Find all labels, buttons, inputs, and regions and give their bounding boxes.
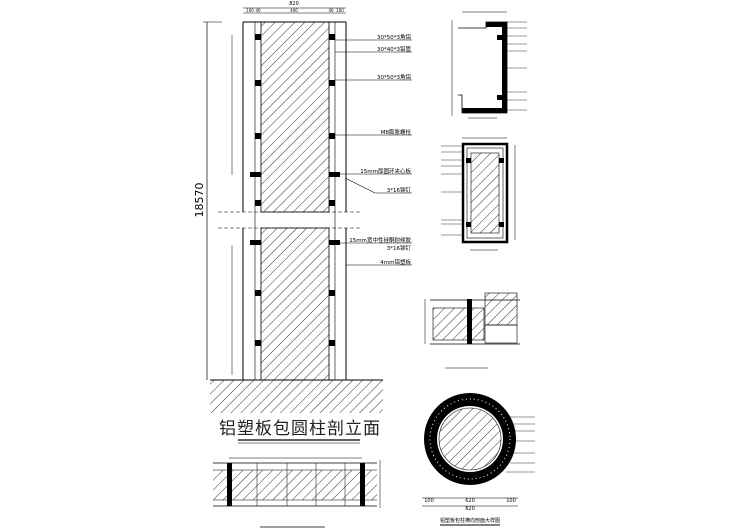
drawing-title: 铝塑板包圆柱剖立面 xyxy=(219,419,381,439)
dim-part: 100 xyxy=(246,8,254,13)
total-width-dim: 820 xyxy=(289,1,299,7)
horizontal-section xyxy=(213,457,381,528)
callout-label: 15mm宽中性硅酮耐候胶 xyxy=(349,236,411,244)
dim-left: 100 xyxy=(424,498,434,504)
total-height-dim: 18570 xyxy=(193,183,206,218)
callout-label: 15mm厚圆环夹心板 xyxy=(360,167,411,175)
callout-label: 30*40*3铝管 xyxy=(377,45,411,53)
dim-part: 100 xyxy=(336,8,344,13)
main-elevation: 820 100 40 400 40 100 18570 xyxy=(193,1,412,444)
dim-center: 620 xyxy=(465,498,475,504)
callout-label: M8膨胀螺栓 xyxy=(381,128,412,136)
circle-caption: 铝塑板包柱横向剖面大样图 xyxy=(440,517,500,524)
callout-label: 30*50*3角铝 xyxy=(377,73,411,81)
dim-part: 40 xyxy=(255,8,261,13)
circle-section: 100 620 100 820 铝塑板包柱横向剖面大样图 xyxy=(422,393,535,526)
mid-right-section xyxy=(441,137,516,251)
dim-total: 820 xyxy=(465,506,475,512)
top-right-section xyxy=(451,11,527,119)
callout-label: 4mm铝塑板 xyxy=(380,258,411,266)
dim-part: 400 xyxy=(290,8,298,13)
dim-part: 40 xyxy=(328,8,334,13)
callout-label: 30*50*3角铝 xyxy=(377,33,411,41)
dim-right: 100 xyxy=(506,498,516,504)
callout-label: 3*16铆钉 xyxy=(387,186,412,194)
detail-section xyxy=(424,292,520,369)
callout-label: 3*16铆钉 xyxy=(387,244,412,252)
